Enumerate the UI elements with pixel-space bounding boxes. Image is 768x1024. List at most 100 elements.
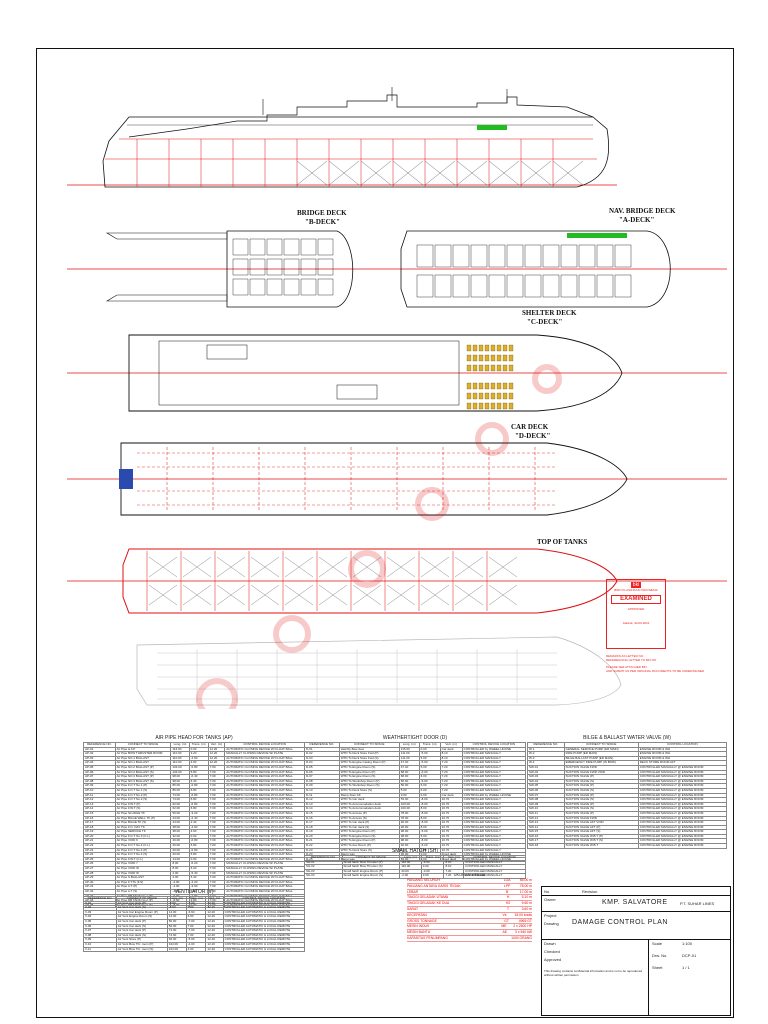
column-header: REFERENCE NO. <box>83 896 117 902</box>
cabin <box>416 274 434 298</box>
weathertight-title: WEATHERTIGHT DOOR (D) <box>382 735 448 741</box>
cabin <box>560 274 578 298</box>
particular-cell: KECEPATAN <box>407 912 427 917</box>
tank-cross <box>148 584 178 606</box>
approval-stamp: bki BIRO KLASIFIKASI INDONESIA EXAMINED … <box>606 579 666 649</box>
seat-block <box>508 392 514 400</box>
particular-cell: 2 x 2500 HP <box>513 924 532 929</box>
tank-cross <box>284 584 314 606</box>
seat-block <box>484 392 490 400</box>
table-cell: AUTOMATIC CLOSING DEVICE W/ FLOAT BALL <box>224 765 305 771</box>
cabin <box>596 244 614 268</box>
seat-block <box>466 344 472 352</box>
table-cell: AUTOMATIC CLOSING DEVICE W/ FLOAT BALL <box>224 797 305 803</box>
tank-top-outline <box>122 548 618 614</box>
tank-cross <box>552 160 584 186</box>
seat-block <box>478 354 484 362</box>
seat-block <box>484 344 490 352</box>
seat-block <box>508 364 514 372</box>
cabin <box>434 274 452 298</box>
piping-plan <box>136 636 622 706</box>
tb-approved: Approved <box>544 957 562 962</box>
seat-block <box>496 402 502 410</box>
tank-cross <box>148 556 178 578</box>
tb-revision-label: Revision <box>582 889 598 894</box>
bridge-deck-plan: BRIDGE DECK "B-DECK" <box>67 209 367 308</box>
seat-block <box>490 344 496 352</box>
cabin <box>416 244 434 268</box>
bilge-title: BILGE & BALLAST WATER VALVE (W) <box>583 735 671 741</box>
column-header: REFERENCE NO. <box>83 742 116 748</box>
seat-block <box>502 344 508 352</box>
shelter-deck-plan: SHELTER DECK "C-DECK" <box>67 309 727 412</box>
cabin <box>578 244 596 268</box>
a-deck-outline <box>400 230 671 308</box>
remarks-notes: REMARKS AS LETTER NO. REFERENCING LETTER… <box>606 654 731 673</box>
seat-block <box>496 354 502 362</box>
air-pipe-table: AIR PIPE HEAD FOR TANKS (AP) REFERENCE N… <box>83 735 305 909</box>
table-cell: AUTOMATIC CLOSING DEVICE W/ FLOAT BALL <box>224 879 305 886</box>
column-header: Long. (m) <box>170 742 190 748</box>
tank-cross <box>182 584 212 606</box>
tank-cross <box>424 160 456 186</box>
table-cell: AUTOMATIC CLOSING DEVICE W/ FLOAT BALL <box>224 746 305 753</box>
tank-cross <box>454 584 484 606</box>
particular-cell: 78.00 m <box>519 883 532 888</box>
cabin <box>283 258 300 276</box>
hull-profile <box>102 116 610 188</box>
seat-block <box>502 402 508 410</box>
particular-cell: Vs <box>502 912 507 917</box>
tank-cross <box>520 160 552 186</box>
seat-block <box>466 364 472 372</box>
table-cell: 104.00 <box>166 946 187 953</box>
cabin <box>317 258 334 276</box>
table-cell: AUTOMATIC CLOSING DEVICE W/ FLOAT BALL <box>224 824 305 831</box>
tb-drawing-title: DAMAGE CONTROL PLAN <box>572 919 668 926</box>
table-cell: SUCTION VALVE W.B.T <box>563 843 639 849</box>
particular-cell: 1000 ORANG <box>511 935 532 940</box>
ship-drawings: BRIDGE DECK "B-DECK" NAV. BRIDGE DECK "A… <box>67 87 727 709</box>
tb-no-label: No <box>544 889 550 894</box>
column-header: REFERENCE NO. <box>304 742 340 748</box>
column-header: Trans. (m) <box>188 742 209 748</box>
piping-outline <box>136 636 622 706</box>
tank-cross <box>182 556 212 578</box>
tank-cross <box>250 556 280 578</box>
cabin <box>249 238 266 256</box>
cabin <box>452 274 470 298</box>
particular-cell: 3 x 540 kW <box>515 930 532 935</box>
cabin <box>232 238 249 256</box>
cabin <box>560 244 578 268</box>
seat-block <box>508 354 514 362</box>
particular-cell: TINGGI GELADAK UTAMA <box>407 895 449 900</box>
table-cell: 3.00 <box>420 873 445 879</box>
table-cell: SH-04 <box>304 873 343 879</box>
tank-cross <box>488 160 520 186</box>
seat-block <box>490 364 496 372</box>
seat-block <box>472 382 478 390</box>
tank-compartments <box>146 551 518 611</box>
profile-tank-marks <box>296 160 584 186</box>
seat-block <box>478 402 484 410</box>
particular-cell: T <box>507 906 510 911</box>
tb-scale-value: 1:100 <box>682 941 693 946</box>
b-deck-outline <box>226 230 354 308</box>
